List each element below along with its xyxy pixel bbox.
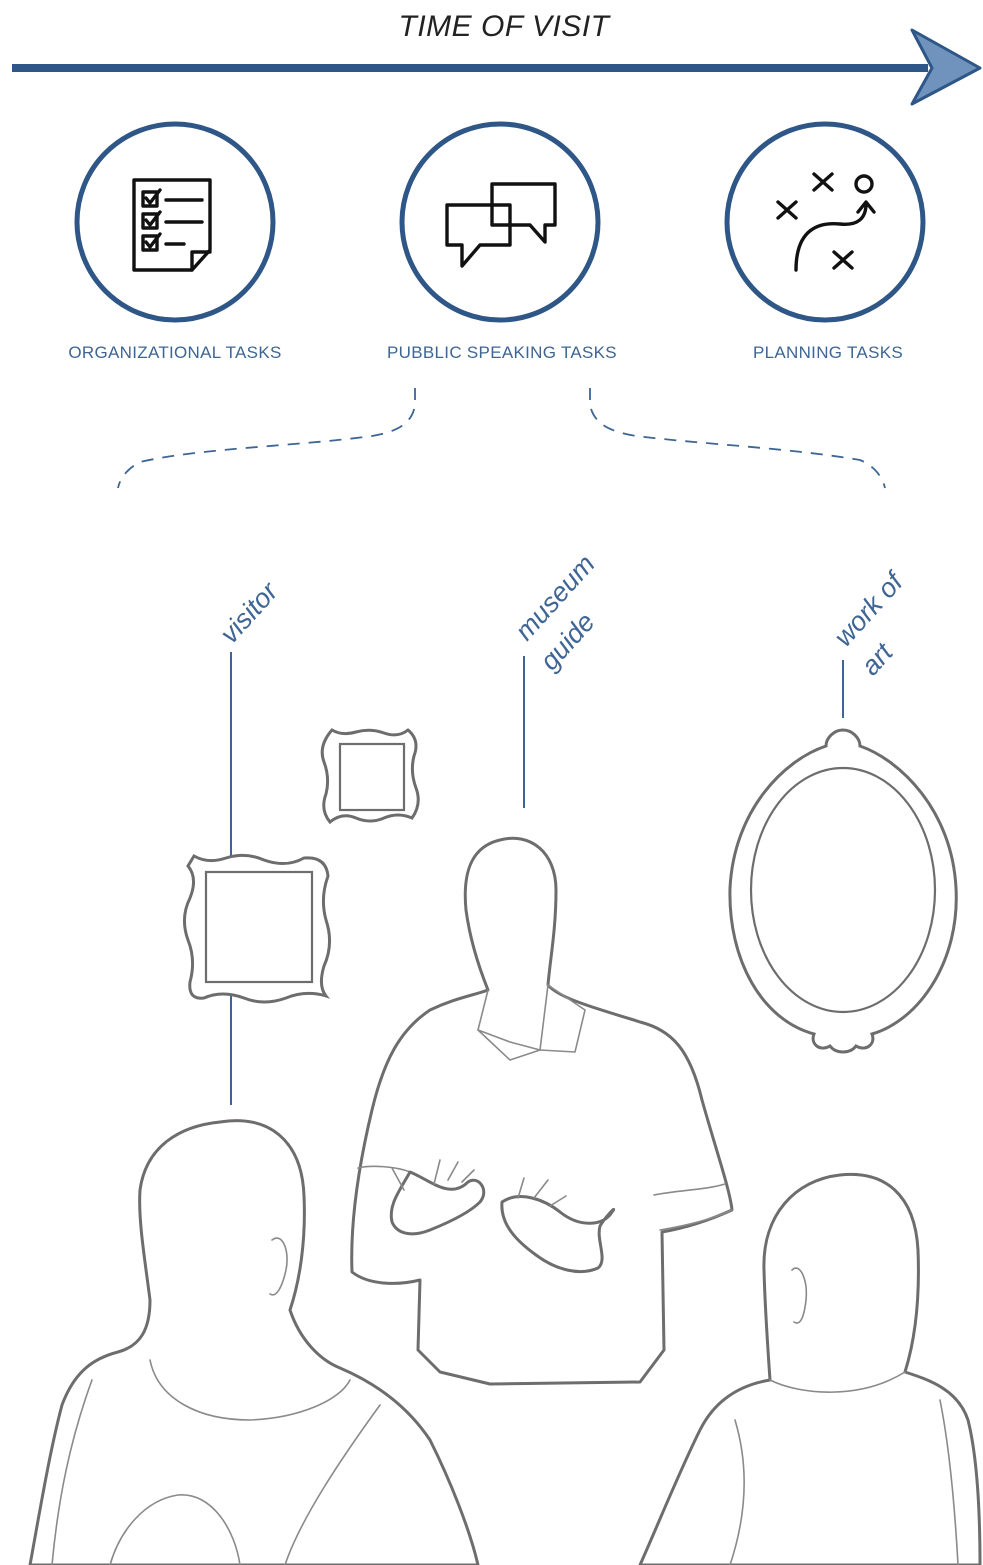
timeline-title: TIME OF VISIT <box>399 10 612 43</box>
timeline: TIME OF VISIT <box>12 10 980 104</box>
task-circle <box>402 124 598 320</box>
museum-guide-figure <box>352 838 732 1384</box>
callout-work-of-art: work of art <box>828 565 910 718</box>
task-public-speaking: PUBBLIC SPEAKING TASKS <box>387 124 617 362</box>
callout-museum-guide: museum guide <box>509 549 601 808</box>
scene-brace <box>118 388 885 488</box>
callout-art-label-line1: work of <box>828 565 910 652</box>
brace-right-dashes <box>590 388 885 488</box>
visitor-figure-right <box>640 1174 980 1565</box>
oval-mirror-frame <box>730 730 956 1052</box>
task-label-public-speaking: PUBBLIC SPEAKING TASKS <box>387 343 617 362</box>
callout-visitor: visitor <box>214 576 284 1105</box>
callout-art-label-line2: art <box>855 636 899 681</box>
task-label-planning: PLANNING TASKS <box>753 343 903 362</box>
task-organizational: ORGANIZATIONAL TASKS <box>68 124 281 362</box>
task-circle <box>727 124 923 320</box>
small-picture-frame <box>322 730 418 822</box>
large-picture-frame <box>184 855 329 1002</box>
callout-visitor-label: visitor <box>214 576 284 649</box>
brace-left-dashes <box>118 388 415 488</box>
task-label-organizational: ORGANIZATIONAL TASKS <box>68 343 281 362</box>
task-planning: PLANNING TASKS <box>727 124 923 362</box>
